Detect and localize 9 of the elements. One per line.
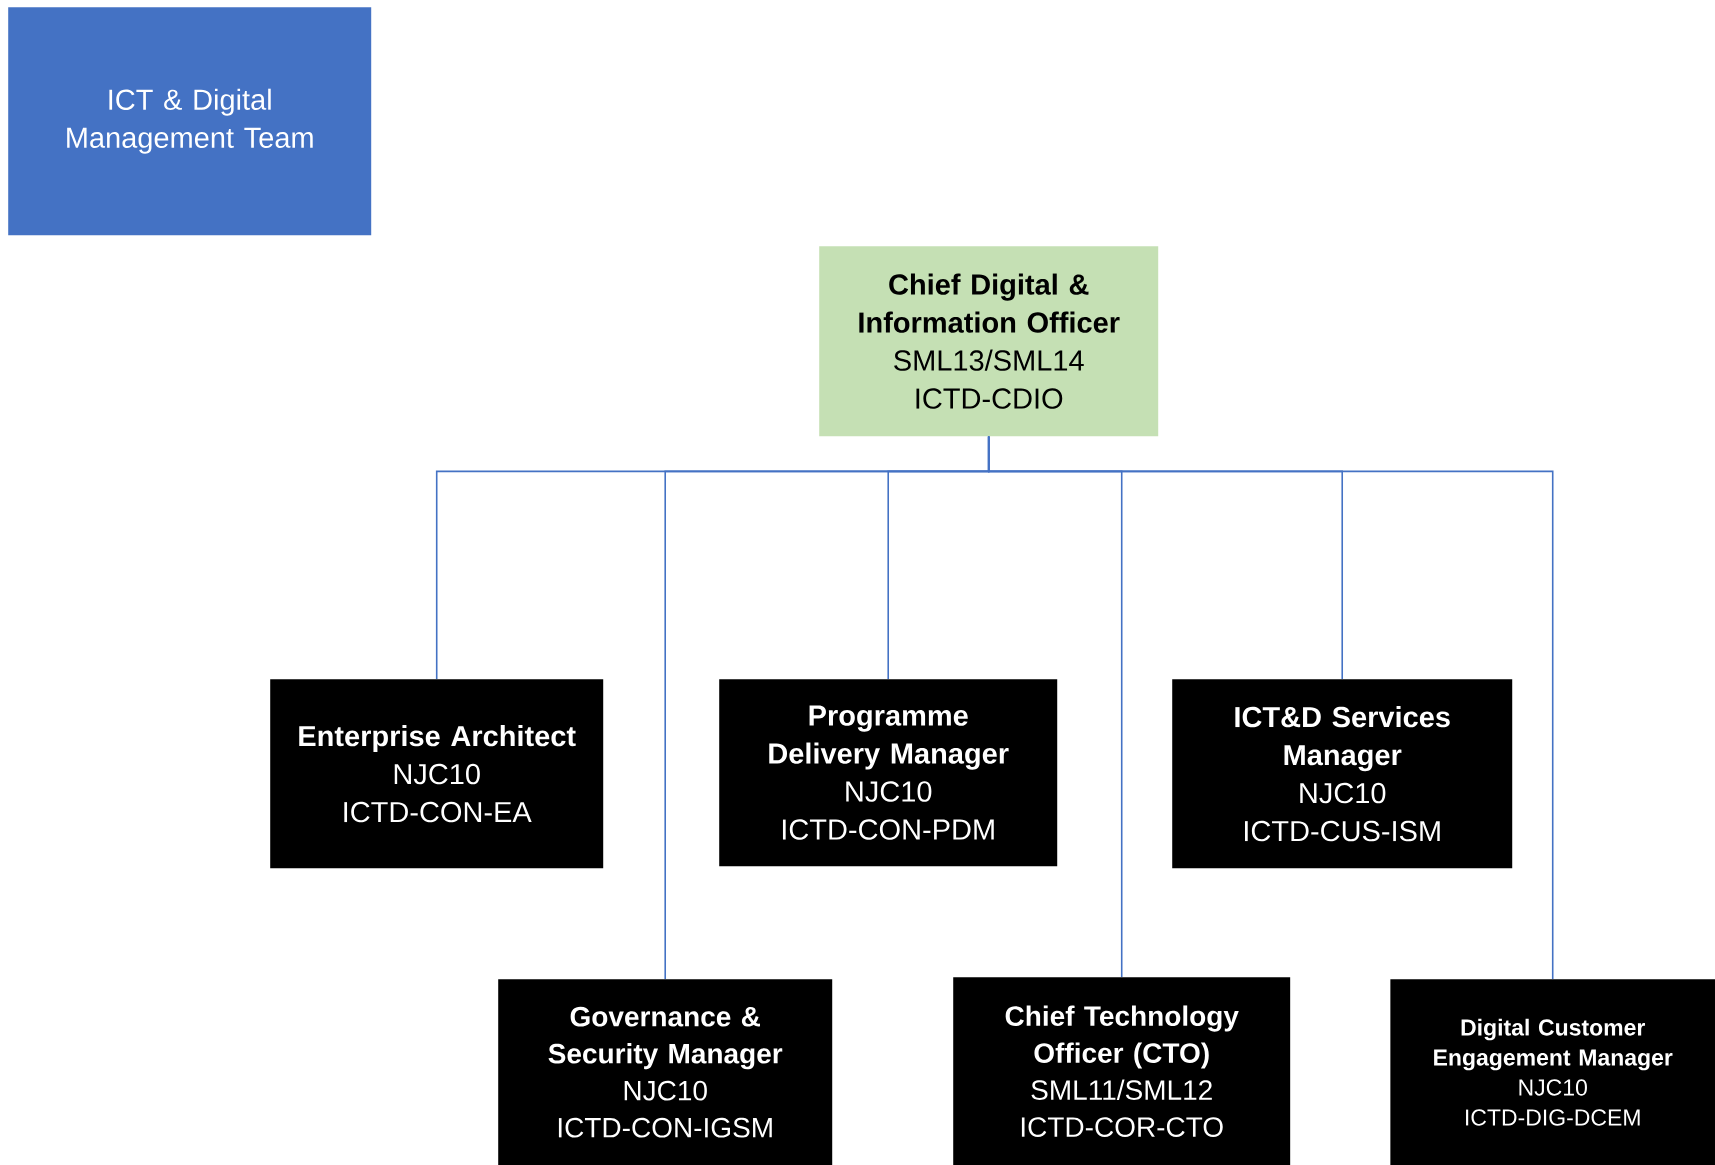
role-box: Programme Delivery Manager NJC10 ICTD-CON-PDM xyxy=(719,679,1058,867)
role-box: Chief Technology Officer (CTO) SML11/SML12 ICTD-COR-CTO xyxy=(953,977,1291,1165)
role-box: Digital Customer Engagement Manager NJC10 ICTD-DIG-DCEM xyxy=(1390,979,1715,1165)
connector-line xyxy=(987,435,1554,980)
role-box: Enterprise Architect NJC10 ICTD-CON-EA xyxy=(270,679,604,869)
role-box: Governance & Security Manager NJC10 ICTD-CON-IGSM xyxy=(498,979,833,1165)
team-title-box: ICT & Digital Management Team xyxy=(8,7,372,236)
role-box: ICT&D Services Manager NJC10 ICTD-CUS-ISM xyxy=(1172,679,1513,869)
role-box: Chief Digital & Information Officer SML13/SML14 ICTD-CDIO xyxy=(819,246,1159,437)
